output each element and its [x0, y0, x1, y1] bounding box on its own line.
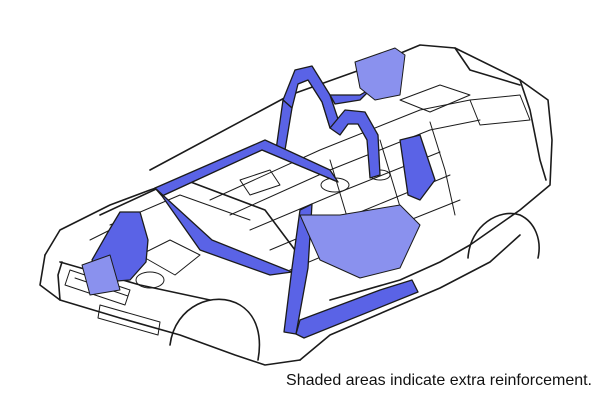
- mid-roll-hoop-leg: [399, 134, 436, 201]
- windshield-header: [154, 139, 339, 197]
- rear-crossbar: [329, 87, 373, 105]
- reinforcement-parts: [81, 47, 436, 339]
- diagram-caption: Shaded areas indicate extra reinforcemen…: [286, 372, 592, 389]
- front-apron-brace: [81, 254, 121, 296]
- sill-reinforcement: [295, 279, 419, 339]
- floor-brace: [299, 204, 421, 279]
- rear-roll-bar-leg: [275, 99, 293, 151]
- rear-seat-brace: [354, 47, 406, 101]
- a-pillar-left: [154, 187, 293, 276]
- mid-roll-hoop: [329, 109, 381, 179]
- reinforcement-edges: [161, 79, 339, 197]
